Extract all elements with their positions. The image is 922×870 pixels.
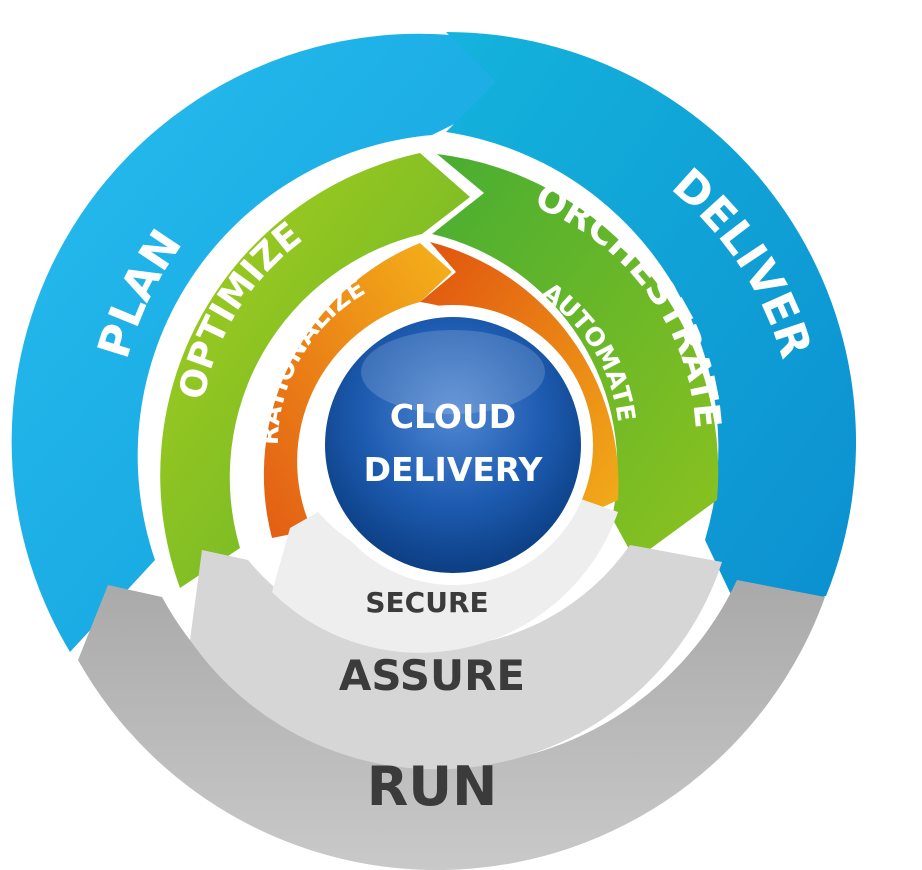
center-title-line2: DELIVERY (364, 450, 544, 489)
plan-arrow (11, 33, 534, 653)
assure-band (190, 545, 722, 770)
optimize-arrow (160, 153, 470, 588)
run-label: RUN (367, 755, 498, 818)
deliver-arrow (446, 31, 857, 620)
center-highlight (361, 330, 545, 414)
orchestrate-arrow (432, 154, 719, 560)
center-circle (325, 317, 581, 573)
rationalize-arrow (263, 243, 452, 538)
run-band (78, 580, 825, 870)
assure-label: ASSURE (339, 651, 525, 700)
secure-label: SECURE (365, 586, 488, 619)
center-title-line1: CLOUD (390, 397, 516, 436)
